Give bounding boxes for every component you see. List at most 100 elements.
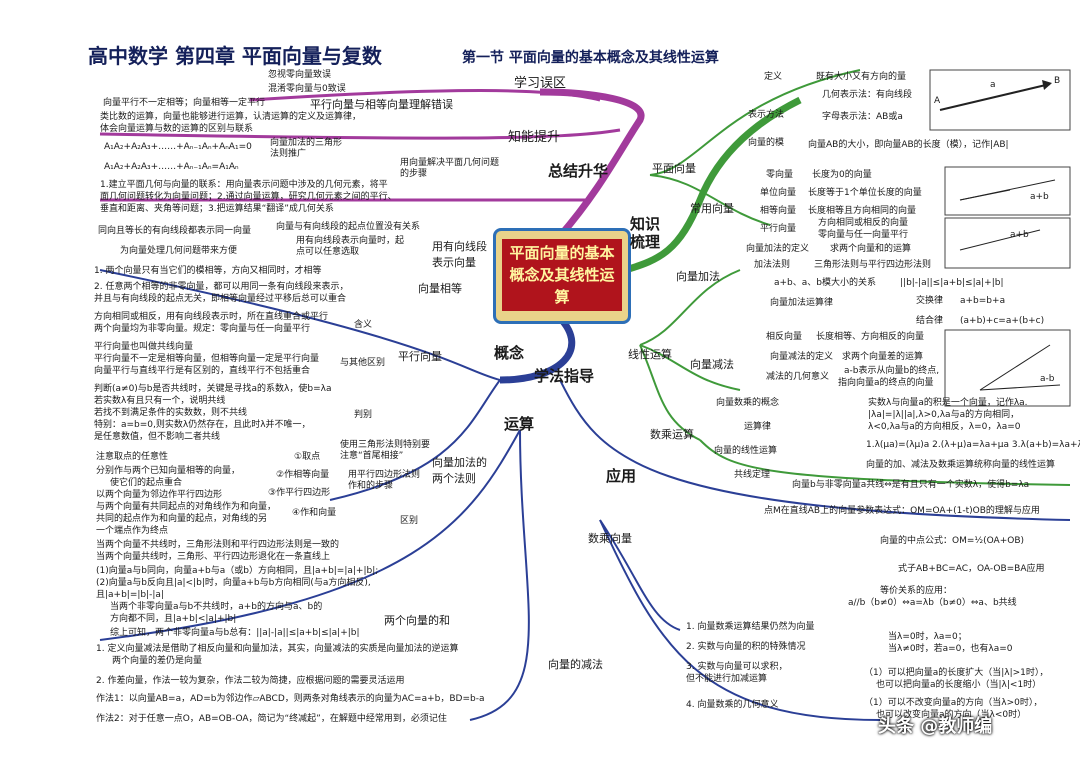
- kn-law-2: 结合律: [916, 316, 944, 326]
- summary-step-1: 1.建立平面几何与向量的联系：用向量表示问题中涉及的几何元素，将平: [100, 180, 388, 190]
- operation-a4: 分别作与两个已知向量相等的向量，: [96, 466, 241, 476]
- app-a3: 式子AB+BC=AC，OA-OB=BA应用: [898, 564, 1045, 574]
- kn-rule: 加法法则: [754, 260, 791, 270]
- summary-err-4: 平行向量与相等向量理解错误: [310, 98, 453, 111]
- summary-b2: [99, 128, 621, 140]
- operation-subtraction: 向量的减法: [548, 658, 603, 671]
- branch-knowledge: 知识梳理: [630, 215, 661, 251]
- watermark: 头条 @教师编: [878, 716, 993, 737]
- kn-plane: 平面向量: [652, 162, 696, 175]
- kn-linear: 线性运算: [628, 348, 672, 361]
- summary-err-1: 忽视零向量致误: [268, 70, 332, 80]
- operation-step-4: ④作和向量: [292, 508, 337, 518]
- operation-step-1: ①取点: [294, 452, 321, 462]
- operation-a3: 注意取点的任意性: [96, 452, 169, 462]
- central-topic-inner: 平面向量的基本概念及其线性运算: [502, 239, 622, 311]
- kn-sub-def: 向量减法的定义: [770, 352, 834, 362]
- summary-err-2: 混淆零向量与0致误: [268, 84, 346, 94]
- kn-mod: 向量的模: [748, 138, 785, 148]
- operation-step-3: ③作平行四边形: [268, 488, 331, 498]
- operation-sb5: 作法2：对于任意一点O，AB=OB-OA，简记为“终减起”，在解题中经常用到，必…: [96, 714, 447, 724]
- summary-step-3: 垂直和距离、夹角等问题；3.把运算结果“翻译”成几何关系: [100, 204, 334, 214]
- kn-eqv: 相等向量: [760, 206, 797, 216]
- app-g4: 也可以改变向量a的方向（当λ<0时）: [876, 710, 1027, 720]
- page-subtitle: 第一节 平面向量的基本概念及其线性运算: [462, 50, 719, 66]
- concept-p1: 方向相同或相反，用有向线段表示时，所在直线重合或平行: [94, 312, 329, 322]
- app-a5: a//b（b≠0）⇔a=λb（b≠0）⇔a、b共线: [848, 598, 1017, 608]
- parallelogram-figure: [944, 217, 1071, 269]
- kn-zero: 零向量: [766, 170, 794, 180]
- kn-opp: 相反向量: [766, 332, 803, 342]
- method-b3: [559, 379, 1071, 521]
- kn-def-value: 既有大小又有方向的量: [816, 72, 907, 82]
- vector-ab-figure: [929, 69, 1071, 131]
- kn-b3: [639, 269, 741, 346]
- branch-concept: 概念: [494, 344, 525, 362]
- vector-ab-head: [1042, 80, 1052, 90]
- kn-sub-geo-2: 指向向量a的终点的向量: [838, 378, 934, 388]
- fig-line-3: [959, 229, 1041, 251]
- summary-triangle-rule: 向量加法的三角形法则推广: [270, 138, 343, 159]
- kn-sub-geo: 减法的几何意义: [766, 372, 830, 382]
- fig-line-4: [979, 344, 1051, 391]
- kn-unit: 单位向量: [760, 188, 797, 198]
- kn-sub-def-value: 求两个向量差的运算: [842, 352, 924, 362]
- kn-def: 定义: [764, 72, 783, 82]
- kn-law-1: 交换律: [916, 296, 944, 306]
- kn-sc-3: λ<0,λa与a的方向相反，λ=0，λa=0: [868, 422, 1021, 432]
- summary-trunk: [539, 88, 645, 239]
- kn-scalar: 数乘运算: [650, 428, 694, 441]
- concept-e1: 1. 两个向量只有当它们的模相等，方向又相同时，才相等: [94, 266, 322, 276]
- summary-improve: 知能提升: [508, 130, 561, 145]
- concept-use: 用有向线段表示向量: [432, 240, 487, 269]
- kn-sc-1: 实数λ与向量a的积是一个向量，记作λa.: [868, 398, 1028, 408]
- concept-d3: 向量平行与直线平行是有区别的，直线平行不包括重合: [94, 366, 311, 376]
- operation-a7: 与两个向量有共同起点的对角线作为和向量，: [96, 502, 277, 512]
- app-n1: 1. 向量数乘运算结果仍然为向量: [686, 622, 815, 632]
- kn-parv-1: 方向相同或相反的向量: [818, 218, 909, 228]
- method-b1: [99, 269, 501, 381]
- kn-parv: 平行向量: [760, 224, 797, 234]
- concept-diff: 与其他区别: [340, 358, 386, 368]
- kn-b1: [649, 69, 861, 176]
- kn-abrel: a+b、a、b模大小的关系: [774, 278, 876, 288]
- kn-b4: [639, 344, 741, 391]
- operation-a6: 以两个向量为邻边作平行四边形: [96, 490, 223, 500]
- operation-a1: 使用三角形法则特别要注意“首尾相接”: [340, 440, 431, 461]
- kn-mod-value: 向量AB的大小，即向量AB的长度（模），记作|AB|: [808, 140, 1009, 150]
- app-scalar: 数乘向量: [588, 532, 632, 545]
- concept-j1: 判断(a≠0)与b是否共线时，关键是寻找a的系数λ，使b=λa: [94, 384, 332, 394]
- app-n3a: 3. 实数与向量可以求积，: [686, 662, 788, 672]
- fig-line-2: [959, 179, 1056, 201]
- concept-meaning: 含义: [354, 320, 373, 330]
- concept-j2: 若实数λ有且只有一个，说明共线: [94, 396, 226, 406]
- branch-method: 学法指导: [534, 367, 595, 385]
- operation-sum: 两个向量的和: [384, 614, 450, 627]
- app-n2b: 当λ≠0时，若a=0，也有λa=0: [888, 644, 1013, 654]
- app-n2: 2. 实数与向量的积的特殊情况: [686, 642, 806, 652]
- concept-u2: 向量与有向线段的起点位置没有关系: [276, 222, 421, 232]
- vector-ab-arrow: [939, 83, 1051, 111]
- operation-add: 向量加法的两个法则: [432, 456, 487, 485]
- app-n2a: 当λ=0时，λa=0；: [888, 632, 967, 642]
- kn-slaw-value: 1.λ(μa)=(λμ)a 2.(λ+μ)a=λa+μa 3.λ(a+b)=λa…: [866, 440, 1080, 450]
- kn-sym: 字母表示法：AB或a: [822, 112, 903, 122]
- concept-d2: 平行向量不一定是相等向量，但相等向量一定是平行向量: [94, 354, 320, 364]
- summary-errors: 学习误区: [514, 76, 567, 91]
- concept-u4: 用有向线段表示向量时，起点可以任意选取: [296, 236, 405, 257]
- concept-judge: 判别: [354, 410, 373, 420]
- app-n4: 4. 向量数乘的几何意义: [686, 700, 779, 710]
- kn-rule-value: 三角形法则与平行四边形法则: [814, 260, 932, 270]
- kn-zero-value: 长度为0的向量: [812, 170, 872, 180]
- operation-step-2: ②作相等向量: [276, 470, 330, 480]
- operation-r2: 当两个向量共线时，三角形、平行四边形退化在一条直线上: [96, 552, 331, 562]
- operation-a9: 一个端点作为终点: [96, 526, 169, 536]
- page-title: 高中数学 第四章 平面向量与复数: [88, 44, 382, 68]
- kn-law-1-value: a+b=b+a: [960, 296, 1006, 306]
- figure-label-a-vector: a: [990, 80, 996, 90]
- figure-label-amb: a-b: [1040, 374, 1055, 384]
- kn-repr: 表示方法: [748, 110, 785, 120]
- concept-parallel: 平行向量: [398, 350, 442, 363]
- kn-b6: [699, 439, 1071, 486]
